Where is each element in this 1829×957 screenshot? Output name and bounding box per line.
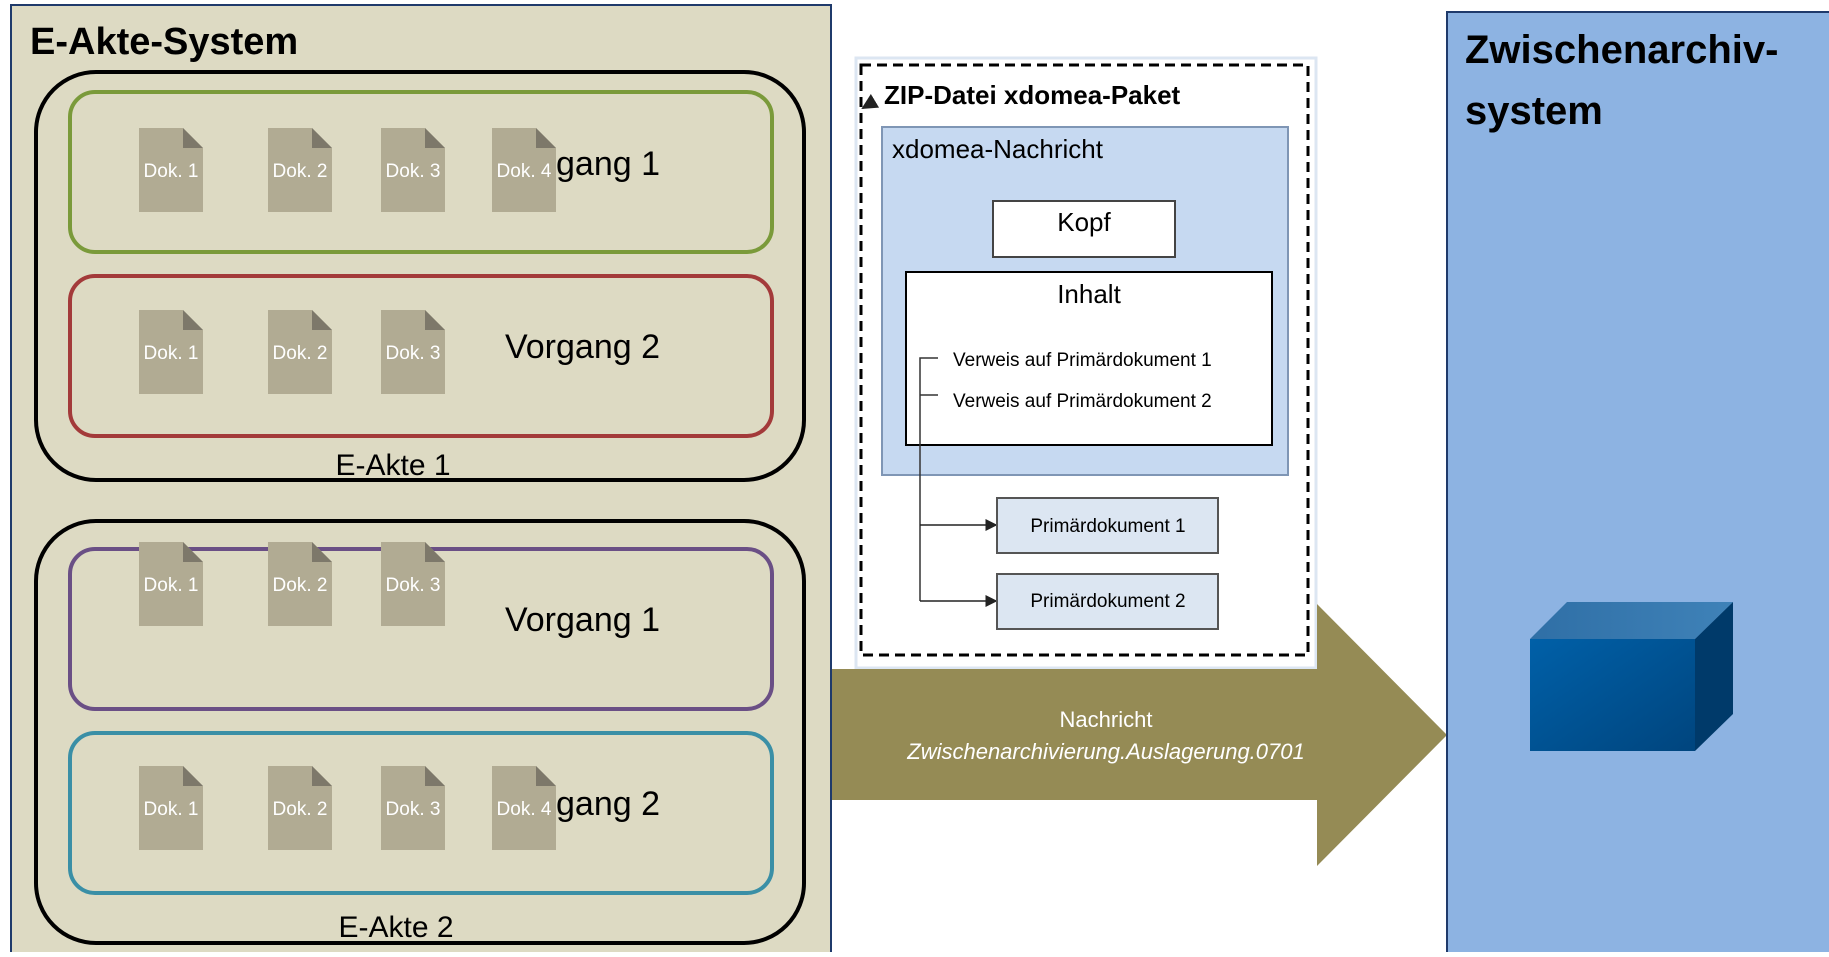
document-icon: Dok. 4 bbox=[492, 128, 556, 212]
zwischenarchiv-panel bbox=[1446, 11, 1829, 957]
document-icon-body bbox=[268, 310, 332, 394]
document-icon-fold bbox=[425, 128, 445, 148]
vorgang-frame bbox=[68, 731, 774, 895]
zwischenarchiv-title-line1: Zwischenarchiv- bbox=[1465, 28, 1778, 72]
document-icon: Dok. 3 bbox=[381, 128, 445, 212]
transfer-arrow-label-line1: Nachricht bbox=[1060, 707, 1153, 732]
vorgang-frame bbox=[68, 274, 774, 438]
document-icon-label: Dok. 3 bbox=[386, 343, 441, 364]
document-icon-label: Dok. 1 bbox=[144, 343, 199, 364]
document-icon: Dok. 1 bbox=[139, 128, 203, 212]
document-icon: Dok. 1 bbox=[139, 766, 203, 850]
verweis-connector-lines bbox=[919, 357, 938, 601]
document-icon-fold bbox=[183, 542, 203, 562]
archive-box-side bbox=[1695, 602, 1733, 751]
document-icon-fold bbox=[183, 128, 203, 148]
zip-package-frame bbox=[859, 63, 1310, 657]
document-icon-fold bbox=[312, 766, 332, 786]
document-icon: Dok. 3 bbox=[381, 542, 445, 626]
document-icon-fold bbox=[536, 766, 556, 786]
primaerdokument-1-box bbox=[996, 497, 1219, 554]
e-akte-2-frame bbox=[34, 519, 806, 945]
document-icon: Dok. 1 bbox=[139, 542, 203, 626]
document-icons-layer: Dok. 1 Dok. 2 Dok. 3 Dok. 4 Dok. 1 Dok. 2 Dok.… bbox=[139, 128, 556, 850]
document-icon: Dok. 4 bbox=[492, 766, 556, 850]
document-icon: Dok. 2 bbox=[268, 542, 332, 626]
document-icon: Dok. 3 bbox=[381, 310, 445, 394]
document-icon-label: Dok. 2 bbox=[273, 575, 328, 596]
xdomea-message-title: xdomea-Nachricht bbox=[892, 134, 1104, 164]
document-icon-body bbox=[381, 766, 445, 850]
e-akte-1-frame bbox=[34, 70, 806, 482]
document-icon-fold bbox=[183, 766, 203, 786]
document-icon-body bbox=[139, 542, 203, 626]
zwischenarchiv-title-line2: system bbox=[1465, 89, 1603, 133]
document-icon-label: Dok. 3 bbox=[386, 575, 441, 596]
primaerdokument-1-label: Primärdokument 1 bbox=[1030, 516, 1185, 537]
document-icon-label: Dok. 2 bbox=[273, 343, 328, 364]
transfer-arrow bbox=[832, 604, 1447, 866]
document-icon: Dok. 2 bbox=[268, 128, 332, 212]
document-icon-fold bbox=[425, 310, 445, 330]
document-icon-label: Dok. 4 bbox=[497, 161, 552, 182]
document-icon-body bbox=[268, 128, 332, 212]
kopf-label: Kopf bbox=[1057, 207, 1111, 237]
vorgang-label: Vorgang 2 bbox=[505, 328, 660, 366]
document-icon-label: Dok. 3 bbox=[386, 161, 441, 182]
document-icon-fold bbox=[536, 128, 556, 148]
document-icon-body bbox=[139, 128, 203, 212]
archive-box-icon bbox=[1530, 602, 1733, 751]
document-icon-label: Dok. 1 bbox=[144, 161, 199, 182]
document-icon-body bbox=[268, 766, 332, 850]
document-icon: Dok. 3 bbox=[381, 766, 445, 850]
document-icon-body bbox=[268, 542, 332, 626]
e-akte-2-label: E-Akte 2 bbox=[338, 911, 453, 944]
e-akte-system-title: E-Akte-System bbox=[30, 21, 298, 63]
vorgang-1-of-akte-1: Vorgang 1 bbox=[68, 90, 774, 254]
primaerdokument-2-box bbox=[996, 573, 1219, 630]
document-icon-body bbox=[492, 128, 556, 212]
inhalt-box bbox=[905, 271, 1273, 446]
document-icon-fold bbox=[312, 128, 332, 148]
verweis-2: Verweis auf Primärdokument 2 bbox=[953, 391, 1212, 412]
zip-package-pointer-icon bbox=[861, 93, 880, 110]
document-icon: Dok. 2 bbox=[268, 766, 332, 850]
vorgang-label: Vorgang 1 bbox=[505, 601, 660, 639]
primaerdokument-2-label: Primärdokument 2 bbox=[1030, 591, 1185, 612]
document-icon-label: Dok. 2 bbox=[273, 161, 328, 182]
e-akte-1-label: E-Akte 1 bbox=[335, 449, 450, 482]
archive-box-front bbox=[1530, 639, 1695, 751]
transfer-arrow-label-line2: Zwischenarchivierung.Auslagerung.0701 bbox=[906, 739, 1304, 764]
inhalt-label: Inhalt bbox=[1057, 279, 1121, 309]
document-icon-fold bbox=[425, 766, 445, 786]
document-icon-label: Dok. 3 bbox=[386, 799, 441, 820]
document-icon-label: Dok. 4 bbox=[497, 799, 552, 820]
document-icon-body bbox=[381, 310, 445, 394]
vorgang-frame bbox=[68, 90, 774, 254]
archive-box-top bbox=[1530, 602, 1733, 639]
document-icon-fold bbox=[425, 542, 445, 562]
document-icon-body bbox=[381, 542, 445, 626]
document-icon-label: Dok. 1 bbox=[144, 799, 199, 820]
document-icon-body bbox=[139, 310, 203, 394]
document-icon-body bbox=[139, 766, 203, 850]
document-icon: Dok. 2 bbox=[268, 310, 332, 394]
verweis-1: Verweis auf Primärdokument 1 bbox=[953, 350, 1212, 371]
zip-package-title: ZIP-Datei xdomea-Paket bbox=[884, 80, 1181, 110]
document-icon-fold bbox=[183, 310, 203, 330]
document-icon: Dok. 1 bbox=[139, 310, 203, 394]
document-icon-fold bbox=[312, 310, 332, 330]
document-icon-body bbox=[381, 128, 445, 212]
document-icon-label: Dok. 2 bbox=[273, 799, 328, 820]
document-icon-label: Dok. 1 bbox=[144, 575, 199, 596]
document-icon-body bbox=[492, 766, 556, 850]
vorgang-2-of-akte-1: Vorgang 2 bbox=[68, 274, 774, 438]
kopf-box bbox=[992, 200, 1176, 258]
document-icon-fold bbox=[312, 542, 332, 562]
